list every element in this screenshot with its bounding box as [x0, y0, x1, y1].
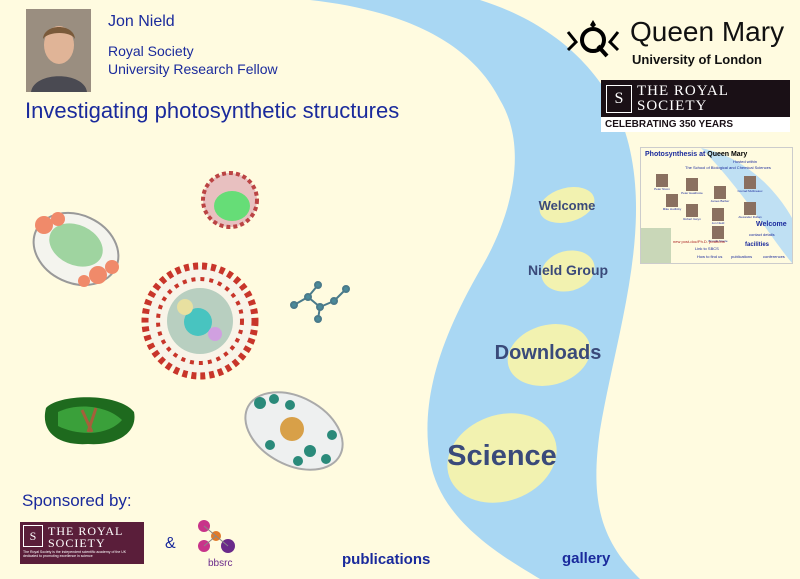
photosynthesis-page-thumbnail[interactable]: Photosynthesis at Queen Mary Hosted with… — [640, 147, 793, 264]
ampersand: & — [165, 535, 176, 552]
rs-sc-icon: S — [606, 85, 632, 113]
thumb-person-photo — [666, 194, 678, 207]
thumb-person-photo — [656, 174, 668, 187]
thumb-positions: new post-doc/Ph.D. positions — [673, 239, 725, 244]
thumb-person-name: Jon Nield — [711, 221, 725, 225]
thumb-person: James Barber — [707, 186, 733, 203]
thumb-person-name: Robert Gwyn — [683, 217, 701, 221]
affiliation-line2: University Research Fellow — [108, 61, 278, 77]
royal-society-sponsor-logo[interactable]: S THE ROYAL SOCIETY The Royal Society is… — [20, 522, 144, 564]
thumb-person: Conrad Mullineaux — [737, 176, 763, 193]
thumb-person-name: Mike Hudlicky — [662, 207, 682, 211]
bbsrc-logo[interactable]: bbsrc — [194, 518, 270, 572]
thumb-person-name: Brenda Steele — [708, 239, 728, 243]
thumb-person-photo — [714, 186, 726, 199]
thumb-person: Mike Hudlicky — [659, 194, 685, 211]
thumb-welcome: Welcome — [756, 221, 787, 228]
science-oval[interactable] — [435, 398, 570, 517]
thumb-conferences: conferences — [763, 254, 785, 259]
thumb-subtitle1: Hosted within — [733, 159, 758, 164]
protein-structure-image-1[interactable] — [28, 205, 124, 293]
profile-photo — [26, 9, 91, 92]
thumb-person: Peter Nixon — [649, 174, 675, 191]
thumb-person-name: James Barber — [710, 199, 730, 203]
thumb-person-photo — [744, 202, 756, 215]
person-icon — [26, 9, 91, 92]
thumb-person-name: Peter Heathcote — [681, 191, 703, 195]
thumb-person: Robert Gwyn — [679, 204, 705, 221]
nav-nield-group[interactable]: Nield Group — [527, 262, 609, 278]
sponsor-rs-tag: The Royal Society is the independent sci… — [23, 550, 127, 558]
thumb-contact: contact details — [749, 232, 775, 237]
royal-society-350-logo[interactable]: S THE ROYAL SOCIETY CELEBRATING 350 YEAR… — [601, 80, 790, 132]
thumb-title: Photosynthesis at Queen Mary — [645, 151, 747, 158]
thumb-person-name: Alexander Ruban — [738, 215, 762, 219]
nav-gallery[interactable]: gallery — [562, 550, 611, 567]
protein-structure-image-2[interactable] — [200, 170, 260, 232]
thumb-person-photo — [686, 178, 698, 191]
nav-publications[interactable]: publications — [342, 551, 431, 568]
thumb-person-name: Peter Nixon — [654, 187, 670, 191]
thumb-person: Brenda Steele — [705, 226, 731, 243]
qm-logo[interactable]: Queen Mary University of London — [566, 10, 791, 70]
thumb-subtitle2: The School of Biological and Chemical Sc… — [685, 165, 771, 170]
welcome-oval[interactable] — [536, 181, 599, 228]
thumb-person-photo — [686, 204, 698, 217]
rs-line2: SOCIETY — [637, 98, 708, 114]
thumb-person: Jon Nield — [705, 208, 731, 225]
thumb-publications: publications — [731, 254, 753, 259]
bbsrc-text: bbsrc — [208, 558, 233, 569]
thumb-person: Alexander Ruban — [737, 202, 763, 219]
page-title: Investigating photosynthetic structures — [25, 98, 400, 123]
sponsor-rs-line2: SOCIETY — [48, 536, 106, 550]
thumb-title-text: Photosynthesis at — [645, 151, 706, 158]
group-oval[interactable] — [537, 245, 600, 298]
bbsrc-molecule-icon — [198, 520, 235, 553]
rs-banner: CELEBRATING 350 YEARS — [601, 117, 790, 132]
thumb-person-photo — [744, 176, 756, 189]
nav-science[interactable]: Science — [447, 440, 557, 472]
thumb-person-name: Conrad Mullineaux — [737, 189, 763, 193]
protein-structure-image-4[interactable] — [38, 392, 138, 448]
thumb-person-photo — [712, 208, 724, 221]
thumbnail-river — [641, 148, 792, 263]
qm-sub: University of London — [632, 52, 762, 67]
thumb-facilities: facilities — [745, 242, 770, 248]
nav-welcome[interactable]: Welcome — [538, 198, 596, 213]
affiliation-line1: Royal Society — [108, 43, 194, 59]
qm-name: Queen Mary — [630, 16, 785, 47]
sponsor-rs-sc-icon: S — [23, 525, 43, 547]
nav-downloads[interactable]: Downloads — [494, 342, 602, 364]
thumb-person-photo — [712, 226, 724, 239]
downloads-oval[interactable] — [501, 315, 598, 395]
sponsor-rs-line1: THE ROYAL — [48, 524, 124, 538]
thumb-title-logo: Queen Mary — [707, 151, 748, 158]
thumb-sbcs: Link to SBCS — [695, 246, 719, 251]
author-name: Jon Nield — [108, 13, 175, 30]
rs-line1: THE ROYAL — [637, 83, 729, 99]
protein-structure-image-5[interactable] — [240, 385, 348, 477]
thumb-person: Peter Heathcote — [679, 178, 705, 195]
qm-crest-icon — [566, 20, 620, 58]
sponsored-by-label: Sponsored by: — [22, 491, 132, 510]
thumb-howto: How to find us — [697, 254, 723, 259]
protein-structure-image-3[interactable] — [140, 262, 260, 380]
chemical-molecule-image[interactable] — [288, 275, 350, 325]
river-shape — [310, 0, 640, 579]
